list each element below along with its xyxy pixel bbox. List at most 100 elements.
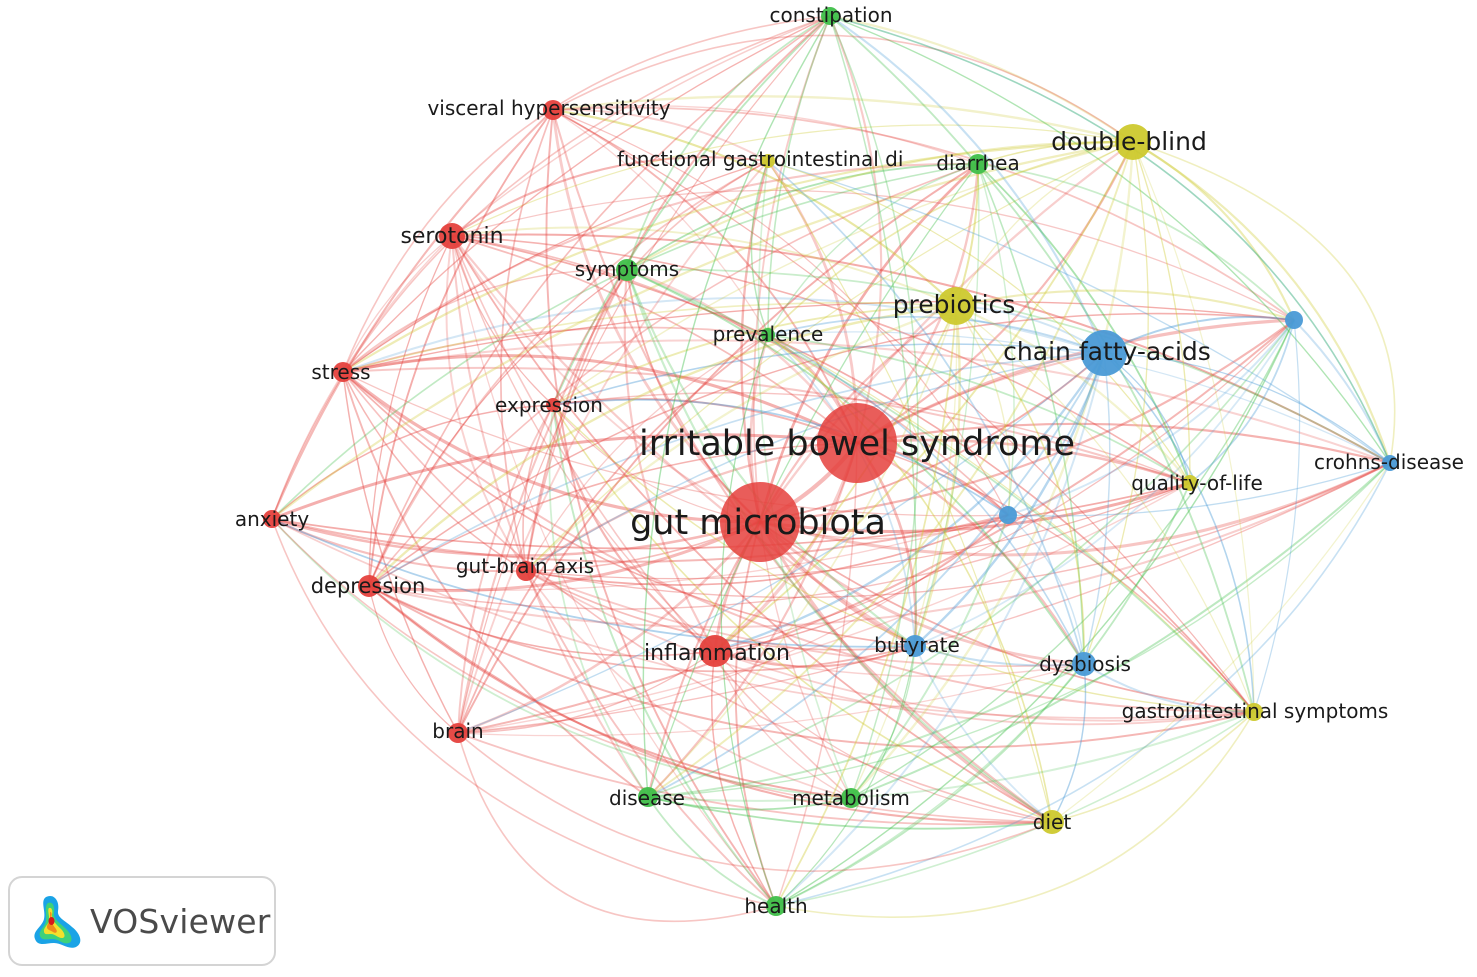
- edge: [552, 34, 1134, 143]
- label-chain-fatty-acids: chain fatty-acids: [1003, 337, 1211, 366]
- node-diet[interactable]: [1040, 810, 1064, 834]
- edge: [450, 235, 649, 798]
- edge: [368, 514, 1009, 591]
- edge: [759, 481, 1191, 533]
- edge: [829, 15, 1391, 464]
- node-diarrhea[interactable]: [968, 154, 988, 174]
- edge: [271, 518, 777, 907]
- edge: [767, 141, 1134, 336]
- node-gut-brain-axis[interactable]: [516, 561, 536, 581]
- edge: [451, 15, 831, 237]
- edge: [525, 441, 858, 572]
- edge: [647, 141, 1134, 798]
- node-irritable-bowel-syndrome[interactable]: [817, 403, 897, 483]
- edge: [271, 404, 554, 520]
- node-health[interactable]: [766, 896, 786, 916]
- edge: [759, 461, 1391, 557]
- edge: [342, 371, 527, 572]
- edge: [368, 585, 1255, 749]
- edge: [647, 163, 979, 798]
- node-chain-fatty-acids[interactable]: [1081, 330, 1127, 376]
- edge: [342, 269, 628, 373]
- edge: [767, 160, 1085, 665]
- edge: [1132, 141, 1295, 321]
- edge: [342, 371, 459, 734]
- node-disease[interactable]: [638, 787, 658, 807]
- edge: [457, 732, 1053, 872]
- edge: [856, 441, 1086, 665]
- edge: [342, 371, 1009, 517]
- edge: [850, 141, 1135, 799]
- edge: [714, 645, 916, 668]
- label-diarrhea: diarrhea: [936, 151, 1020, 175]
- node-gut-microbiota[interactable]: [720, 482, 800, 562]
- edge: [767, 160, 1391, 464]
- label-gut-brain-axis: gut-brain axis: [456, 554, 594, 578]
- node-gastrointestinal-symptoms[interactable]: [1245, 703, 1263, 721]
- edge: [552, 141, 1134, 406]
- node-stress[interactable]: [333, 362, 353, 382]
- edge: [1083, 141, 1149, 665]
- edge: [271, 518, 527, 573]
- node-butyrate[interactable]: [904, 635, 926, 657]
- node-quality-of-life[interactable]: [1182, 475, 1198, 491]
- edge: [775, 663, 1085, 907]
- node-prebiotics[interactable]: [937, 287, 975, 325]
- edge: [525, 304, 957, 572]
- edge: [759, 520, 1085, 666]
- node-constipation[interactable]: [821, 7, 839, 25]
- edge: [271, 518, 916, 648]
- edge: [457, 352, 1105, 734]
- edge: [775, 711, 1255, 918]
- edge: [451, 233, 1391, 464]
- edge: [714, 305, 957, 652]
- edge: [775, 305, 957, 907]
- edge: [456, 269, 628, 734]
- edge: [711, 650, 777, 907]
- edge: [775, 462, 1391, 907]
- node-anxiety[interactable]: [263, 510, 281, 528]
- edge: [977, 163, 1191, 484]
- node-visceral-hypersensitivity[interactable]: [543, 100, 563, 120]
- edge: [368, 585, 716, 657]
- edge: [451, 235, 1255, 713]
- node-crohns-disease[interactable]: [1382, 455, 1398, 471]
- edge: [1007, 319, 1295, 516]
- edge: [1132, 141, 1255, 713]
- node-prevalence[interactable]: [761, 328, 775, 342]
- edge: [955, 305, 1085, 665]
- edge: [342, 339, 1391, 464]
- node-double-blind[interactable]: [1115, 124, 1151, 160]
- edge: [341, 370, 761, 524]
- edge: [647, 796, 777, 907]
- label-inflammation: inflammation: [644, 641, 790, 666]
- edge: [525, 141, 1134, 572]
- node-functional-gastrointestinal[interactable]: [761, 154, 775, 168]
- edge: [552, 95, 1134, 144]
- node-depression[interactable]: [358, 575, 380, 597]
- node-brain[interactable]: [448, 723, 468, 743]
- edge: [775, 442, 858, 907]
- node-blue-node-right[interactable]: [1285, 311, 1303, 329]
- node-serotonin[interactable]: [439, 223, 465, 249]
- edge: [829, 15, 1391, 464]
- edge: [552, 108, 769, 162]
- edge: [1189, 319, 1295, 484]
- edge: [829, 15, 1255, 713]
- edge: [368, 482, 1191, 610]
- label-quality-of-life: quality-of-life: [1131, 471, 1263, 495]
- node-symptoms[interactable]: [616, 259, 638, 281]
- label-crohns-disease: crohns-disease: [1314, 450, 1464, 474]
- node-dysbiosis[interactable]: [1072, 652, 1096, 676]
- label-symptoms: symptoms: [575, 257, 679, 281]
- node-expression[interactable]: [546, 398, 560, 412]
- edge: [525, 334, 769, 572]
- node-blue-node-center[interactable]: [999, 506, 1017, 524]
- node-inflammation[interactable]: [699, 635, 731, 667]
- label-double-blind: double-blind: [1051, 127, 1207, 156]
- edge: [856, 141, 1134, 444]
- label-butyrate: butyrate: [874, 633, 960, 657]
- label-functional-gastrointestinal: functional gastrointestinal di: [617, 147, 903, 171]
- edge: [977, 163, 1085, 665]
- node-metabolism[interactable]: [841, 788, 861, 808]
